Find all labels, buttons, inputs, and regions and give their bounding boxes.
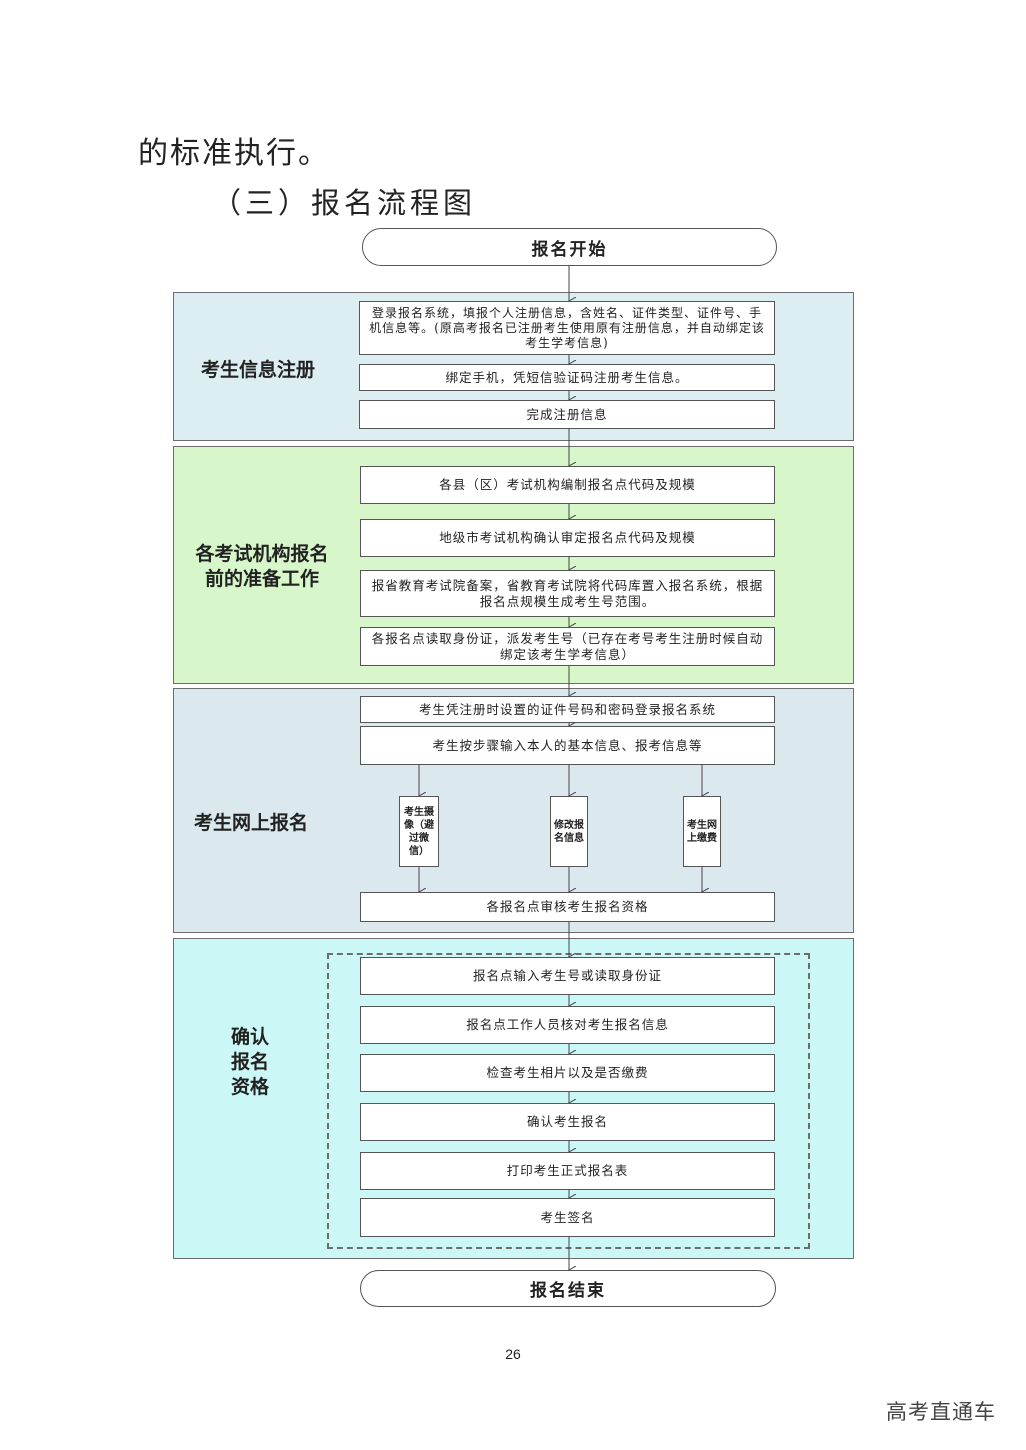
step-print-form: 打印考生正式报名表 (360, 1152, 775, 1190)
step-city-confirm: 地级市考试机构确认审定报名点代码及规模 (360, 519, 775, 557)
section-label-registration: 考生信息注册 (200, 359, 315, 381)
flowchart-heading: （三）报名流程图 (212, 186, 477, 220)
watermark-text: 高考直通车 (886, 1400, 996, 1424)
step-confirm-registration: 确认考生报名 (360, 1103, 775, 1141)
flow-start: 报名开始 (362, 228, 777, 266)
section-label-confirmation: 确认报名资格 (230, 1026, 269, 1098)
step-sign: 考生签名 (360, 1198, 775, 1237)
page-number: 26 (505, 1346, 521, 1362)
step-review-qualification: 各报名点审核考生报名资格 (360, 892, 775, 922)
step-county-code: 各县（区）考试机构编制报名点代码及规模 (360, 466, 775, 504)
step-issue-exam-number: 各报名点读取身份证，派发考生号（已存在考号考生注册时候自动绑定该考生学考信息） (360, 627, 775, 666)
branch-photo: 考生摄像（避过微信） (399, 796, 439, 867)
step-login-system: 考生凭注册时设置的证件号码和密码登录报名系统 (360, 696, 775, 723)
flow-end: 报名结束 (360, 1270, 776, 1307)
step-verify-info: 报名点工作人员核对考生报名信息 (360, 1006, 775, 1044)
step-input-exam-number: 报名点输入考生号或读取身份证 (360, 957, 775, 995)
step-complete-registration: 完成注册信息 (359, 400, 775, 429)
branch-online-payment: 考生网上缴费 (683, 796, 721, 867)
intro-text: 的标准执行。 (138, 136, 330, 171)
step-province-record: 报省教育考试院备案，省教育考试院将代码库置入报名系统，根据报名点规模生成考生号范… (360, 570, 775, 617)
step-input-info: 考生按步骤输入本人的基本信息、报考信息等 (360, 726, 775, 765)
step-login-fill-info: 登录报名系统，填报个人注册信息，含姓名、证件类型、证件号、手机信息等。(原高考报… (359, 301, 775, 355)
step-bind-phone: 绑定手机，凭短信验证码注册考生信息。 (359, 364, 775, 391)
branch-edit-info: 修改报名信息 (550, 796, 588, 867)
section-label-preparation: 各考试机构报名前的准备工作 (195, 543, 329, 590)
section-label-online-registration: 考生网上报名 (193, 812, 308, 834)
step-check-photo-payment: 检查考生相片以及是否缴费 (360, 1054, 775, 1092)
